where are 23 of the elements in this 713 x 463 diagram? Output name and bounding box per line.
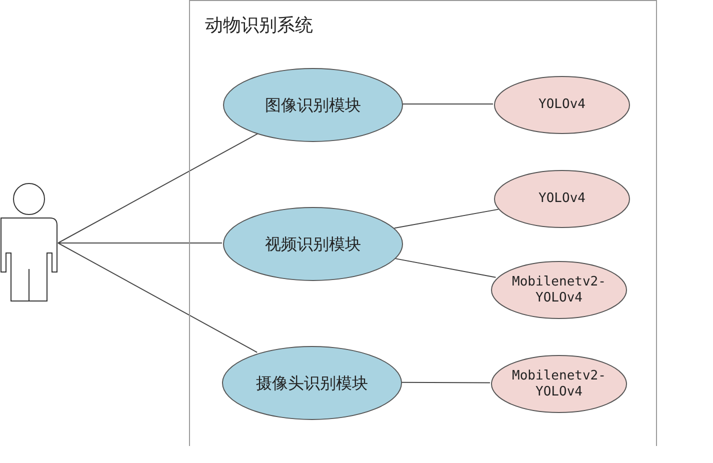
use-case-label: 摄像头识别模块 <box>255 373 369 393</box>
model-ellipse <box>491 355 627 413</box>
connector-line <box>58 242 222 244</box>
connector-line <box>400 382 490 384</box>
connector-line <box>394 208 499 229</box>
model-ellipse <box>494 76 630 134</box>
model-label: Mobilenetv2- YOLOv4 <box>511 274 607 306</box>
actor-figure <box>0 183 58 303</box>
use-case-ellipse <box>223 207 403 281</box>
system-boundary <box>189 0 657 446</box>
connector-line <box>393 258 496 278</box>
use-case-ellipse <box>223 68 403 142</box>
connector-line <box>58 242 258 353</box>
use-case-label: 图像识别模块 <box>264 95 362 115</box>
model-label: YOLOv4 <box>538 191 586 207</box>
model-ellipse <box>494 170 630 228</box>
model-label: YOLOv4 <box>538 97 586 113</box>
connector-line <box>58 133 258 244</box>
system-title: 动物识别系统 <box>205 14 313 37</box>
model-label: Mobilenetv2- YOLOv4 <box>511 368 607 400</box>
use-case-label: 视频识别模块 <box>264 234 362 254</box>
use-case-ellipse <box>222 346 402 420</box>
model-ellipse <box>491 261 627 319</box>
